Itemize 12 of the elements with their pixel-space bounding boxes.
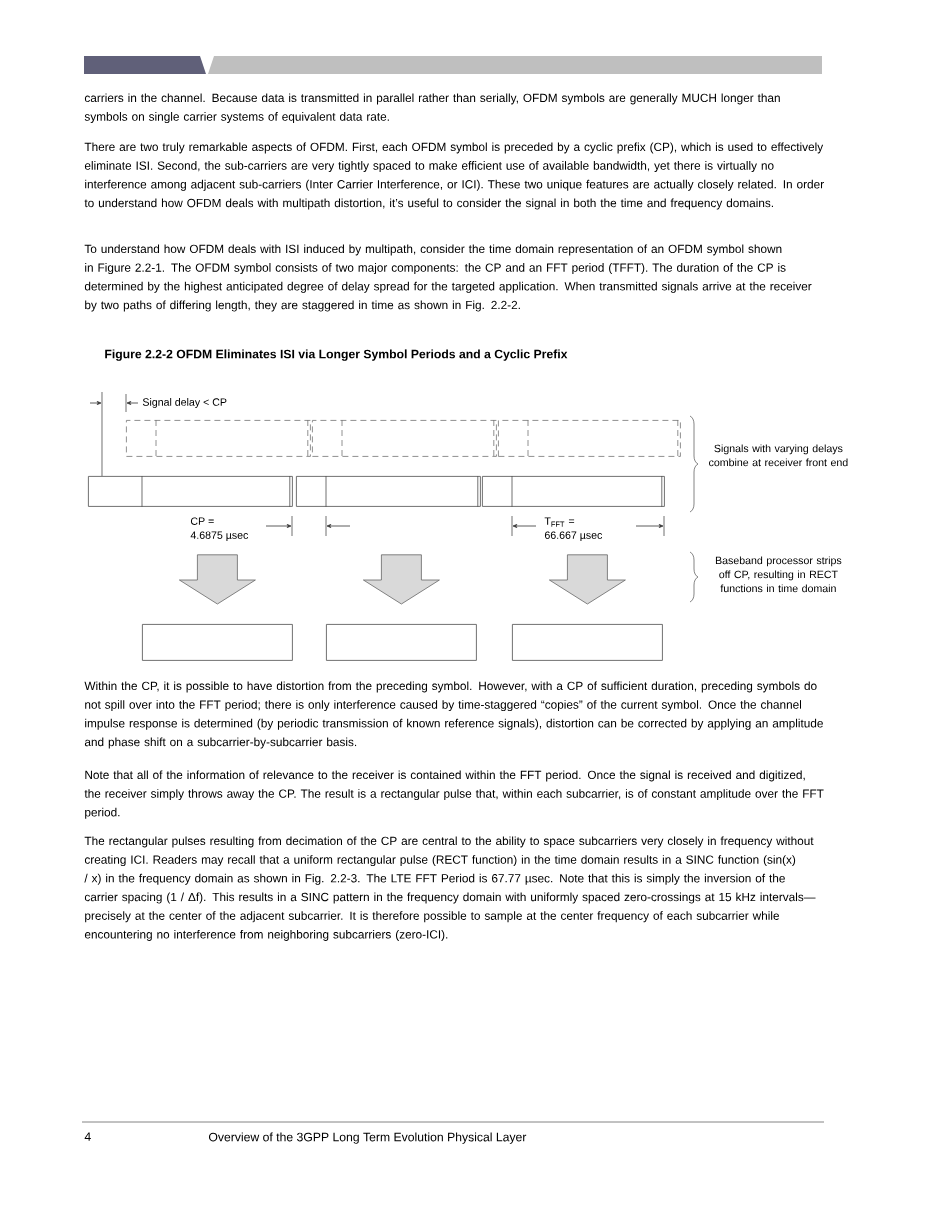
symbol-box xyxy=(88,475,293,508)
symbol-box xyxy=(126,419,311,458)
block-arrow xyxy=(179,554,256,605)
symbol-box xyxy=(482,475,665,508)
block-arrow xyxy=(549,554,626,605)
block-arrow xyxy=(363,554,440,605)
output-box xyxy=(142,624,293,661)
output-box xyxy=(326,624,477,661)
symbol-box xyxy=(296,475,481,508)
symbol-box xyxy=(498,419,681,458)
output-box xyxy=(512,624,663,661)
symbol-box xyxy=(312,419,497,458)
